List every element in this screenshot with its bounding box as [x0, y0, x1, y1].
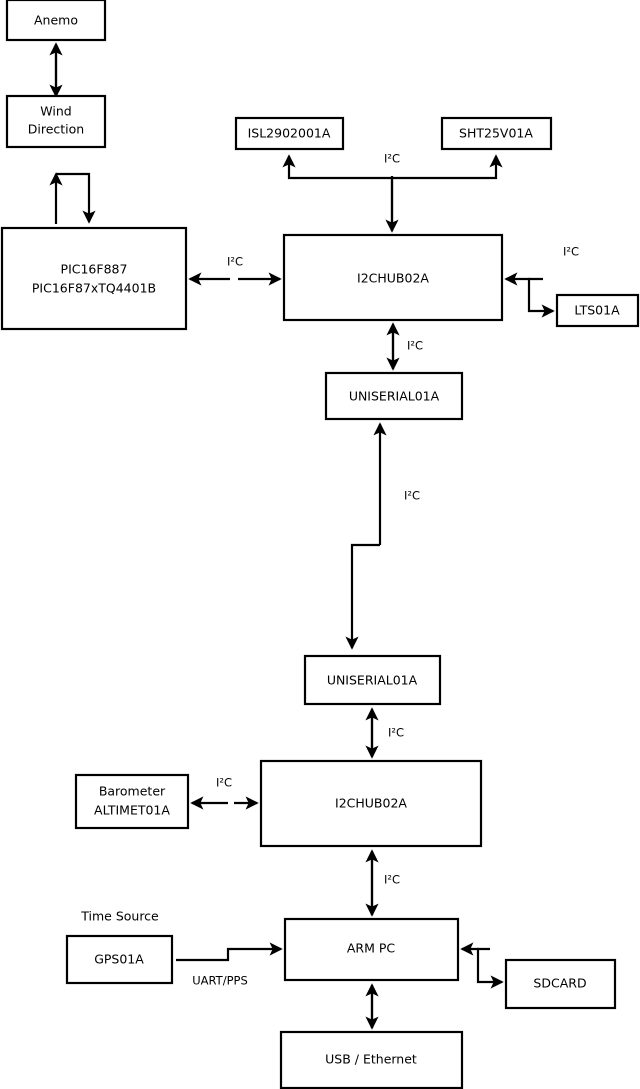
edge-hub-armpc: I²C — [365, 849, 400, 917]
node-box[interactable] — [5, 0, 107, 42]
node-uniserial01a-bottom[interactable]: UNISERIAL01A — [303, 654, 442, 706]
edge-armpc-sdcard — [460, 942, 504, 989]
edge-barometer-hub: I²C — [190, 776, 259, 810]
edge-hub-lts: I²C — [504, 245, 579, 318]
node-sdcard[interactable]: SDCARD — [504, 958, 617, 1010]
edge-line-sht — [392, 154, 503, 180]
edge-label-hub-sensors: I²C — [384, 152, 400, 166]
node-box[interactable] — [234, 116, 345, 151]
node-i2chub02a-bottom[interactable]: I2CHUB02A — [259, 759, 483, 848]
node-uniserial01a-top[interactable]: UNISERIAL01A — [324, 371, 464, 421]
edge-gps-armpc: UART/PPS — [176, 942, 283, 988]
node-label-hub-top: I2CHUB02A — [357, 271, 429, 286]
edge-label-uni-uni: I²C — [404, 489, 420, 503]
node-label-hub-bottom: I2CHUB02A — [335, 796, 407, 811]
node-gps01a[interactable]: GPS01A — [65, 934, 174, 985]
edge-line-to-lts — [527, 277, 555, 318]
edge-label-barometer-hub: I²C — [216, 776, 232, 790]
edge-pic-hub: I²C — [188, 255, 282, 286]
edge-line — [176, 942, 283, 962]
node-label-uni-bottom: UNISERIAL01A — [327, 673, 418, 688]
node-box[interactable] — [259, 759, 483, 848]
node-box[interactable] — [303, 654, 442, 706]
node-label-pic-line2: PIC16F87xTQ4401B — [32, 281, 156, 296]
node-pic-mcu[interactable]: PIC16F887 PIC16F87xTQ4401B — [0, 226, 188, 331]
edge-hub-uni-top: I²C — [386, 322, 423, 371]
label-time-source: Time Source — [80, 909, 159, 924]
edge-label-gps-armpc: UART/PPS — [192, 974, 248, 988]
edge-uni-uni: I²C — [345, 422, 420, 650]
edge-label-hub-lts: I²C — [563, 245, 579, 259]
node-box[interactable] — [282, 233, 504, 322]
edge-line — [56, 172, 96, 224]
node-label-sdcard: SDCARD — [533, 976, 586, 991]
node-box[interactable] — [283, 917, 460, 982]
node-usb-ethernet[interactable]: USB / Ethernet — [279, 1030, 464, 1089]
node-box[interactable] — [279, 1030, 464, 1089]
node-label-anemo: Anemo — [34, 13, 78, 28]
edge-line-down — [345, 543, 380, 650]
node-label-barometer-line1: Barometer — [99, 784, 166, 799]
node-label-usbeth: USB / Ethernet — [325, 1052, 417, 1067]
node-i2chub02a-top[interactable]: I2CHUB02A — [282, 233, 504, 322]
node-sht25v01a[interactable]: SHT25V01A — [440, 116, 553, 151]
node-label-sht: SHT25V01A — [459, 126, 533, 141]
edge-line-isl — [282, 154, 394, 231]
node-lts01a[interactable]: LTS01A — [555, 293, 640, 328]
node-box[interactable] — [74, 773, 190, 830]
node-label-lts: LTS01A — [574, 303, 620, 318]
node-label-armpc: ARM PC — [347, 941, 396, 956]
node-anemo[interactable]: Anemo — [5, 0, 107, 42]
node-label-wind-line1: Wind — [40, 104, 71, 119]
node-wind-direction[interactable]: Wind Direction — [5, 94, 107, 149]
node-label-uni-top: UNISERIAL01A — [349, 389, 440, 404]
node-arm-pc[interactable]: ARM PC — [283, 917, 460, 982]
node-label-wind-line2: Direction — [28, 122, 84, 137]
edge-wind-pic — [49, 172, 96, 224]
edge-label-pic-hub: I²C — [227, 255, 243, 269]
node-label-barometer-line2: ALTIMET01A — [94, 803, 170, 818]
node-barometer[interactable]: Barometer ALTIMET01A — [74, 773, 190, 830]
edge-label-uni-hub: I²C — [388, 726, 404, 740]
node-box[interactable] — [324, 371, 464, 421]
node-box[interactable] — [555, 293, 640, 328]
edge-label-hub-uni: I²C — [407, 339, 423, 353]
node-box[interactable] — [0, 226, 188, 331]
node-box[interactable] — [440, 116, 553, 151]
node-box[interactable] — [65, 934, 174, 985]
node-label-gps: GPS01A — [94, 952, 144, 967]
edge-hub-sensors: I²C — [282, 152, 503, 233]
node-isl2902001a[interactable]: ISL2902001A — [234, 116, 345, 151]
node-box[interactable] — [504, 958, 617, 1010]
edge-line-to-sd — [476, 947, 504, 989]
node-label-isl: ISL2902001A — [248, 126, 331, 141]
edge-label-hub-armpc: I²C — [384, 873, 400, 887]
node-label-pic-line1: PIC16F887 — [61, 262, 128, 277]
node-box[interactable] — [5, 94, 107, 149]
edge-uni-hub-bottom: I²C — [365, 707, 404, 759]
